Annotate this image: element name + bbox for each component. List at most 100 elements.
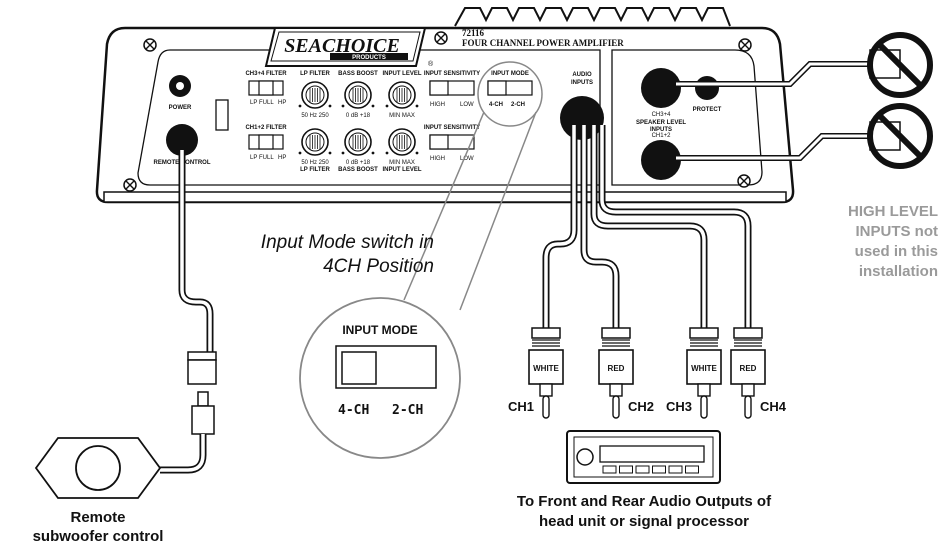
channel-label: CH2 <box>628 399 654 414</box>
no-symbol-icon <box>867 103 933 169</box>
preset-button <box>668 465 683 474</box>
svg-text:HP: HP <box>278 100 286 106</box>
lp-filter-label: LP FILTER <box>300 71 330 77</box>
channel-label: CH1 <box>508 399 534 414</box>
knob-icon <box>75 445 121 491</box>
svg-text:SPEAKER LEVEL: SPEAKER LEVEL <box>636 120 686 126</box>
screw-icon <box>123 178 137 192</box>
screw-icon <box>737 174 751 188</box>
svg-text:CH3+4: CH3+4 <box>652 112 672 118</box>
svg-text:LOW: LOW <box>460 102 474 108</box>
svg-text:MIN MAX: MIN MAX <box>389 160 415 166</box>
amp-name: FOUR CHANNEL POWER AMPLIFIER <box>462 38 624 48</box>
screw-icon <box>143 38 157 52</box>
heatsink-fins <box>454 7 731 27</box>
input-sensitivity-label: INPUT SENSITIVITY <box>424 71 480 77</box>
svg-text:INPUT SENSITIVITY: INPUT SENSITIVITY <box>424 125 480 131</box>
callout-highlight-circle <box>477 61 543 127</box>
knob-icon[interactable] <box>298 81 332 109</box>
svg-text:4-CH: 4-CH <box>489 102 503 108</box>
head-unit-caption-line2: head unit or signal processor <box>539 513 749 530</box>
model-number: 72116 <box>462 28 485 38</box>
svg-text:LP: LP <box>250 100 257 106</box>
svg-text:4-CH: 4-CH <box>338 403 369 418</box>
preset-buttons <box>602 465 699 474</box>
fuse-slot <box>215 99 229 131</box>
input-level-label: INPUT LEVEL <box>382 71 421 77</box>
bass-boost-label: BASS BOOST <box>338 71 378 77</box>
callout-caption-line1: Input Mode switch in <box>261 232 434 253</box>
svg-text:INPUT LEVEL: INPUT LEVEL <box>382 167 421 173</box>
svg-text:used in this: used in this <box>855 243 938 260</box>
remote-caption-line2: subwoofer control <box>33 528 164 545</box>
screw-icon <box>738 38 752 52</box>
volume-knob-icon <box>576 448 594 466</box>
remote-subwoofer-control <box>34 437 162 499</box>
svg-text:CH1+2: CH1+2 <box>652 133 672 139</box>
knob-icon[interactable] <box>385 81 419 109</box>
svg-text:®: ® <box>428 60 434 68</box>
seachoice-logo: SEACHOICE PRODUCTS ® <box>264 27 434 68</box>
head-unit <box>566 430 721 484</box>
svg-text:LP: LP <box>250 155 257 161</box>
svg-text:0 dB +18: 0 dB +18 <box>346 160 371 166</box>
power-label: POWER <box>169 105 192 111</box>
svg-text:FULL: FULL <box>259 100 274 106</box>
screw-icon <box>434 31 448 45</box>
control-panel <box>137 49 601 186</box>
svg-text:FULL: FULL <box>259 155 274 161</box>
rca-plug-label: WHITE <box>533 364 559 373</box>
svg-text:50 Hz 250: 50 Hz 250 <box>301 113 329 119</box>
speaker-level-jack-ch12 <box>641 140 681 180</box>
knob-icon[interactable] <box>298 128 332 156</box>
svg-text:INPUTS: INPUTS <box>571 80 593 86</box>
svg-text:2-CH: 2-CH <box>392 403 423 418</box>
rca-plug-label: RED <box>740 364 757 373</box>
amp-base <box>103 191 787 203</box>
head-unit-caption-line1: To Front and Rear Audio Outputs of <box>517 493 772 510</box>
callout-caption-line2: 4CH Position <box>323 256 434 277</box>
knob-icon[interactable] <box>385 128 419 156</box>
rca-wire <box>542 125 578 328</box>
svg-text:INPUTS: INPUTS <box>650 127 672 133</box>
input-mode-callout: INPUT MODE 4-CH 2-CH Input Mode switch i… <box>261 61 543 459</box>
no-symbol-icon <box>867 32 933 98</box>
speaker-level-jack-ch34 <box>641 68 681 108</box>
preset-button <box>652 465 666 474</box>
svg-text:MIN MAX: MIN MAX <box>389 113 415 119</box>
knob-icon[interactable] <box>341 81 375 109</box>
knob-icon[interactable] <box>341 128 375 156</box>
preset-button <box>635 465 650 474</box>
preset-button <box>685 465 699 474</box>
rca-wire <box>590 125 708 328</box>
high-level-note: HIGH LEVEL INPUTS not used in this insta… <box>848 203 938 280</box>
svg-text:2-CH: 2-CH <box>511 102 525 108</box>
channel-label: CH3 <box>666 399 692 414</box>
input-mode-label: INPUT MODE <box>491 71 529 77</box>
remote-caption-line1: Remote <box>70 509 125 526</box>
svg-text:HIGH LEVEL: HIGH LEVEL <box>848 203 938 220</box>
knob-grid <box>298 81 419 156</box>
rca-plug: RED CH4 <box>730 327 787 419</box>
ch34-filter-label: CH3+4 FILTER <box>245 71 287 77</box>
channel-label: CH4 <box>760 399 787 414</box>
svg-text:0 dB +18: 0 dB +18 <box>346 113 371 119</box>
high-level-inputs: HIGH LEVEL INPUTS not used in this insta… <box>676 32 938 280</box>
preset-button <box>619 465 633 474</box>
brand-name: SEACHOICE <box>284 35 400 57</box>
rca-plug: WHITE CH1 <box>508 327 564 419</box>
svg-text:BASS BOOST: BASS BOOST <box>338 167 378 173</box>
rca-wire <box>598 125 752 328</box>
protect-label: PROTECT <box>693 107 722 113</box>
protect-led <box>695 76 719 100</box>
amplifier: SEACHOICE PRODUCTS ® 72116 FOUR CHANNEL … <box>95 7 795 204</box>
svg-text:HIGH: HIGH <box>430 102 445 108</box>
display-icon <box>599 445 705 463</box>
svg-text:LOW: LOW <box>460 156 474 162</box>
preset-button <box>602 465 617 474</box>
brand-sub: PRODUCTS <box>352 55 386 61</box>
svg-text:installation: installation <box>859 263 938 280</box>
rca-wire <box>580 125 620 328</box>
svg-text:HP: HP <box>278 155 286 161</box>
